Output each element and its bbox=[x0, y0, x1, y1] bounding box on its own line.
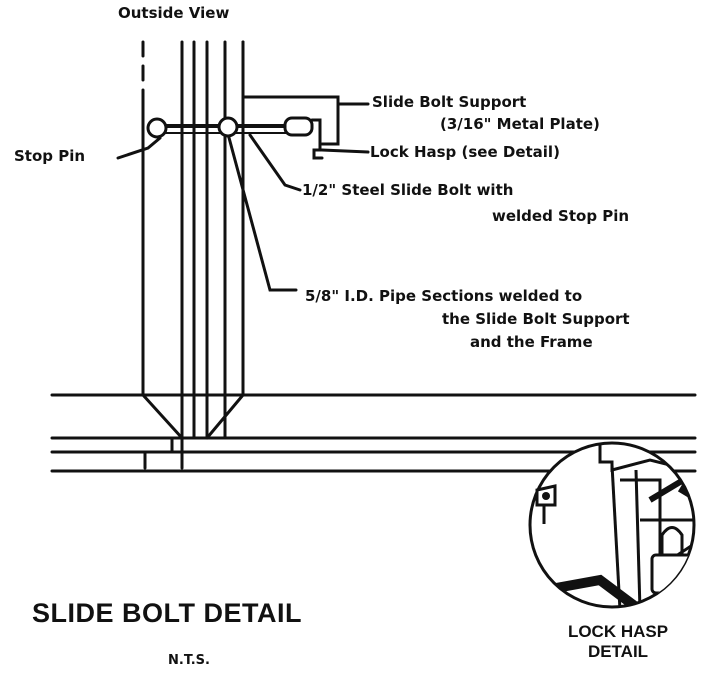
lock-hasp-ref-label: Lock Hasp (see Detail) bbox=[370, 143, 560, 161]
right-gusset bbox=[205, 393, 245, 440]
slide-bolt-support-label: Slide Bolt Support bbox=[372, 93, 527, 111]
slide-bolt-support-plate bbox=[241, 95, 340, 146]
pipe-leader bbox=[226, 132, 298, 292]
stop-pin-ring bbox=[146, 117, 168, 139]
slide-bolt-leader bbox=[248, 133, 302, 192]
bolt-handle bbox=[283, 116, 314, 137]
lock-hasp-leader bbox=[320, 148, 370, 154]
lock-hasp-detail-view bbox=[528, 441, 696, 609]
pipe-section-label-2: the Slide Bolt Support bbox=[442, 310, 630, 328]
slide-bolt-sublabel: welded Stop Pin bbox=[492, 207, 630, 225]
drawing-title: SLIDE BOLT DETAIL bbox=[32, 598, 302, 628]
pipe-section-label-1: 5/8" I.D. Pipe Sections welded to bbox=[305, 287, 583, 305]
lock-hasp-small bbox=[310, 118, 324, 160]
hasp-bracket bbox=[620, 478, 662, 560]
lock-hasp-detail-title-2: DETAIL bbox=[587, 642, 649, 661]
hasp-housing bbox=[598, 445, 694, 562]
outside-view-label: Outside View bbox=[118, 4, 230, 22]
slide-bolt-label: 1/2" Steel Slide Bolt with bbox=[302, 181, 514, 199]
drawing-scale-note: N.T.S. bbox=[168, 653, 210, 668]
left-gusset bbox=[141, 393, 184, 440]
pipe-section-label-3: and the Frame bbox=[470, 333, 593, 351]
stop-pin-leader bbox=[116, 136, 162, 160]
slide-bolt-support-sublabel: (3/16" Metal Plate) bbox=[440, 115, 600, 133]
padlock-shackle bbox=[660, 526, 684, 555]
pipe-section-ring bbox=[217, 116, 239, 138]
lock-hasp-detail-title-1: LOCK HASP bbox=[567, 622, 669, 641]
foot-block bbox=[143, 436, 184, 470]
stop-pin-label: Stop Pin bbox=[14, 147, 86, 165]
